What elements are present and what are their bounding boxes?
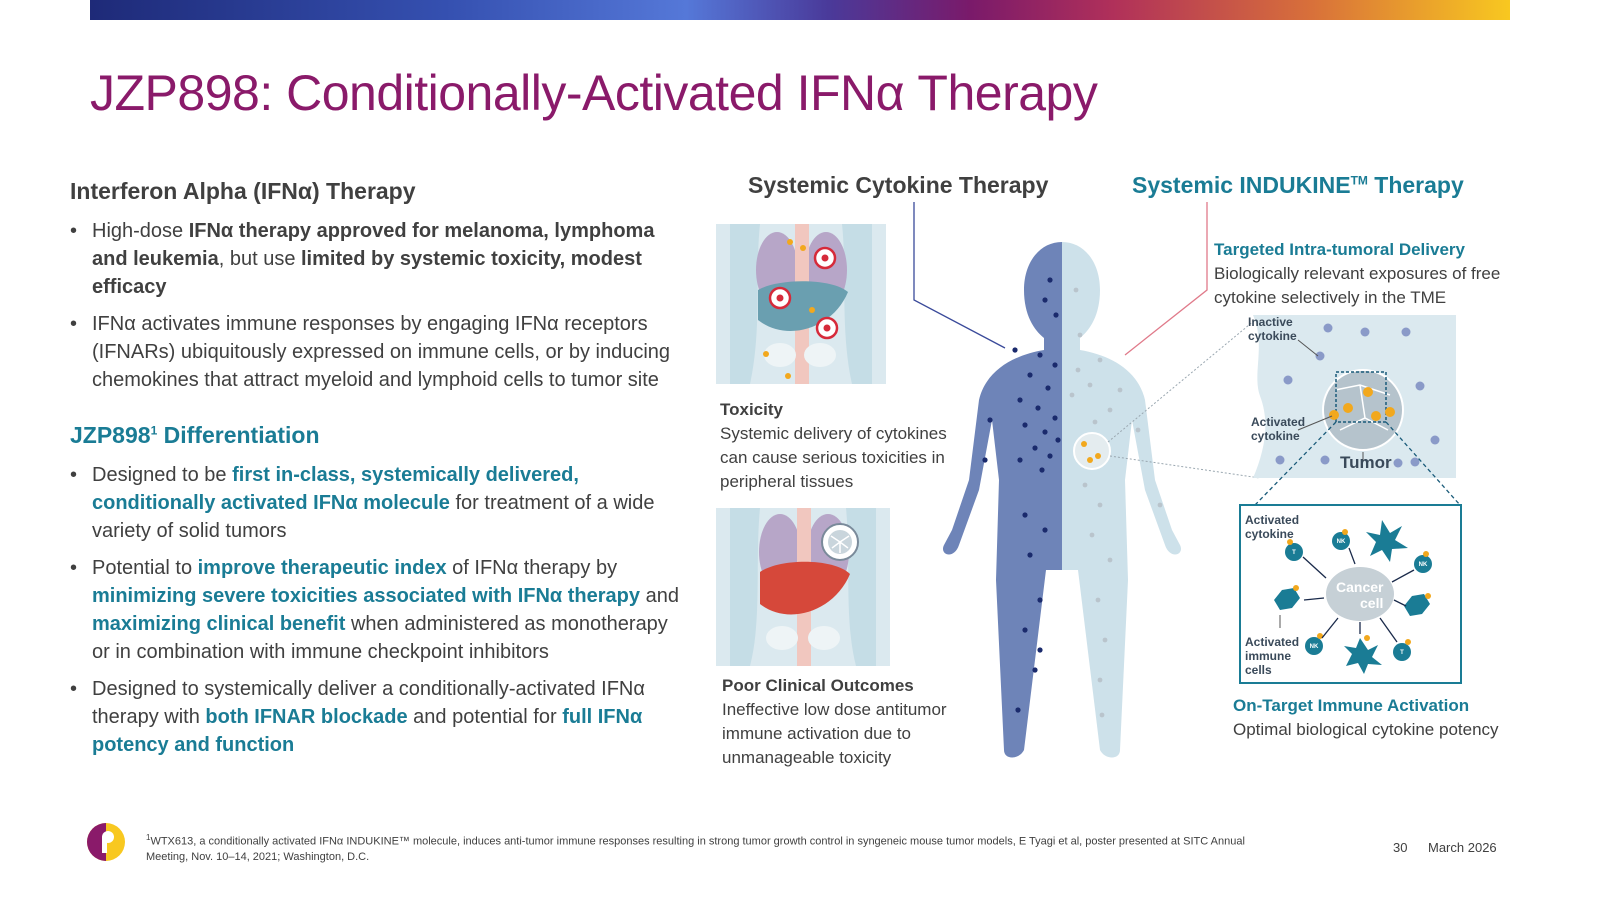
toxicity-organ-panel (716, 224, 886, 384)
page-title: JZP898: Conditionally-Activated IFNα The… (90, 65, 1098, 121)
targeted-delivery-caption: Targeted Intra-tumoral Delivery Biologic… (1214, 240, 1501, 307)
nk-cell-label: NK (1337, 539, 1346, 545)
ifn-therapy-bullets: High-dose IFNα therapy approved for mela… (70, 217, 680, 394)
systemic-pointer-line (913, 202, 1006, 349)
indukine-pointer-line (1124, 202, 1208, 356)
nk-cell-label: NK (1419, 562, 1428, 568)
tumor-zoom-panel (1253, 315, 1461, 506)
immune-activation-inset (1239, 504, 1462, 684)
poor-outcomes-caption: Poor Clinical Outcomes Ineffective low d… (722, 676, 947, 767)
indukine-heading: Systemic INDUKINETM Therapy (1132, 172, 1464, 198)
systemic-cytokine-heading: Systemic Cytokine Therapy (748, 172, 1049, 198)
left-column: Interferon Alpha (IFNα) Therapy High-dos… (70, 178, 680, 768)
on-target-caption: On-Target Immune Activation Optimal biol… (1233, 696, 1499, 739)
company-logo (87, 823, 125, 861)
human-body-figure (942, 242, 1261, 758)
t-cell-label: T (1292, 550, 1296, 556)
list-item: IFNα activates immune responses by engag… (70, 310, 680, 394)
nk-cell-label: NK (1310, 644, 1319, 650)
list-item: Potential to improve therapeutic index o… (70, 554, 680, 666)
therapy-diagram: Systemic Cytokine Therapy Systemic INDUK… (700, 160, 1540, 800)
tumor-label: Tumor (1340, 453, 1392, 472)
differentiation-heading: JZP8981 Differentiation (70, 422, 320, 448)
page-date: March 2026 (1428, 840, 1497, 855)
page-number: 30 (1393, 840, 1408, 855)
poor-outcomes-organ-panel (716, 508, 890, 666)
list-item: Designed to be first in-class, systemica… (70, 461, 680, 545)
list-item: High-dose IFNα therapy approved for mela… (70, 217, 680, 301)
top-gradient-bar (90, 0, 1510, 20)
differentiation-bullets: Designed to be first in-class, systemica… (70, 461, 680, 759)
footnote: 1WTX613, a conditionally activated IFNα … (146, 833, 1245, 863)
t-cell-label: T (1400, 650, 1404, 656)
ifn-therapy-heading: Interferon Alpha (IFNα) Therapy (70, 178, 416, 204)
toxicity-caption: Toxicity Systemic delivery of cytokines … (720, 400, 947, 491)
list-item: Designed to systemically deliver a condi… (70, 675, 680, 759)
